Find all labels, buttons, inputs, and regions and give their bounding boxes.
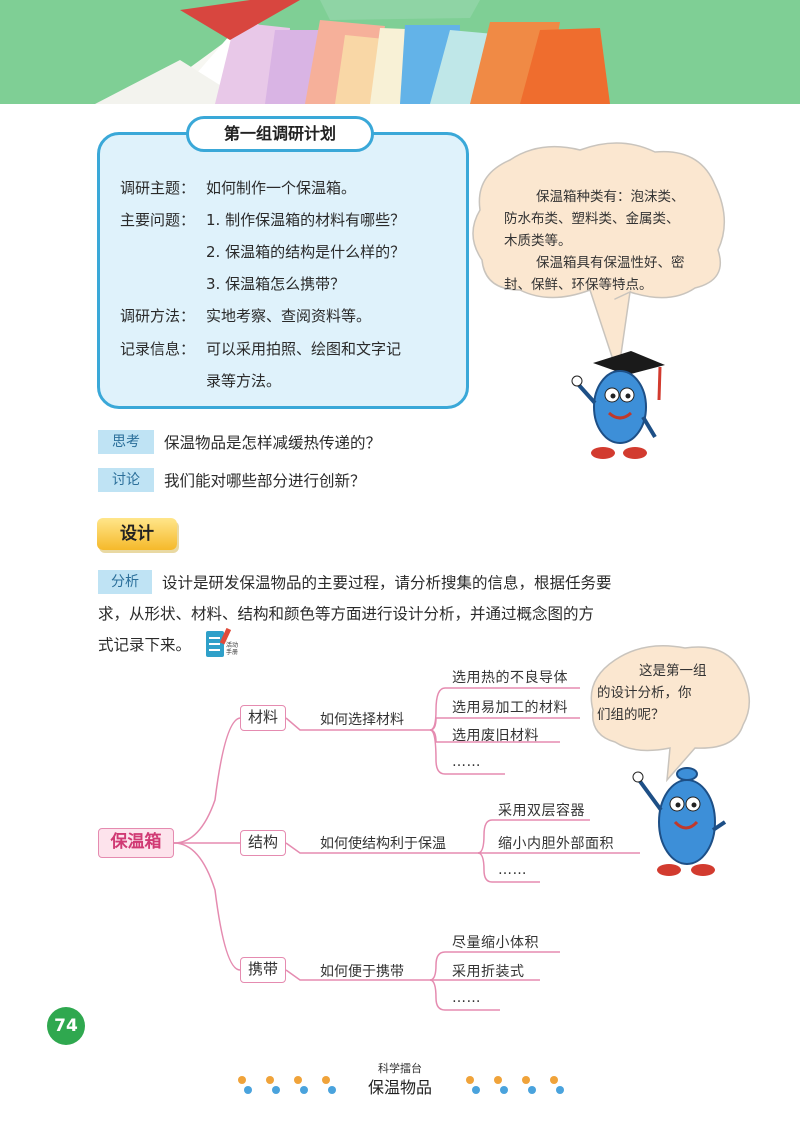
leaf-materials-4: …… (452, 754, 481, 770)
leaf-materials-1: 选用热的不良导体 (452, 670, 568, 686)
analysis-tag: 分析 (98, 570, 152, 594)
footer-series-title: 科学擂台 (378, 1062, 422, 1075)
plan-method: 实地考察、查阅资料等。 (206, 307, 372, 325)
concept-map-lines (173, 687, 640, 1011)
branch-node-structure: 结构 (240, 830, 286, 856)
discuss-text: 我们能对哪些部分进行创新？ (164, 472, 366, 490)
plan-question-3: 3. 保温箱怎么携带？ (206, 275, 346, 293)
design-section-label: 设计 (97, 518, 177, 550)
activity-handbook-icon: 活动手册 (204, 627, 238, 660)
plan-questions-label: 主要问题： (120, 211, 196, 229)
mascot-graduate (571, 351, 665, 459)
thought-bubble-1 (472, 142, 726, 376)
research-plan-box: 调研主题： 如何制作一个保温箱。 主要问题： 1. 制作保温箱的材料有哪些？ 2… (97, 132, 469, 409)
leaf-carrying-1: 尽量缩小体积 (452, 935, 539, 951)
think-tag: 思考 (98, 430, 154, 454)
discuss-tag: 讨论 (98, 468, 154, 492)
bubble-1-text: 保温箱种类有：泡沫类、 防水布类、塑料类、金属类、 木质类等。 保温箱具有保温性… (504, 189, 685, 293)
branch-question-carrying: 如何便于携带 (320, 964, 404, 980)
plan-question-2: 2. 保温箱的结构是什么样的？ (206, 243, 406, 261)
branch-question-materials: 如何选择材料 (320, 712, 404, 728)
top-banner (0, 0, 800, 104)
leaf-structure-1: 采用双层容器 (498, 803, 585, 819)
mascot-pointing (632, 767, 727, 876)
footer-right-ornament (466, 1076, 564, 1094)
analysis-line-2: 求，从形状、材料、结构和颜色等方面进行设计分析，并通过概念图的方 (98, 605, 595, 623)
plan-question-1: 1. 制作保温箱的材料有哪些？ (206, 211, 406, 229)
plan-method-label: 调研方法： (120, 307, 196, 325)
leaf-structure-3: …… (498, 862, 527, 878)
plan-record-line-1: 可以采用拍照、绘图和文字记 (206, 340, 402, 358)
branch-node-carrying: 携带 (240, 957, 286, 983)
page-number: 74 (47, 1007, 85, 1045)
footer-left-ornament (238, 1076, 336, 1094)
plan-topic-label: 调研主题： (120, 179, 196, 197)
thought-bubble-2 (590, 645, 750, 783)
bubble-2-text: 这是第一组 的设计分析，你 们组的呢？ (597, 663, 707, 723)
branch-node-materials: 材料 (240, 705, 286, 731)
plan-topic: 如何制作一个保温箱。 (206, 179, 357, 197)
leaf-materials-2: 选用易加工的材料 (452, 700, 568, 716)
think-text: 保温物品是怎样减缓热传递的？ (164, 434, 382, 452)
analysis-line-1: 设计是研发保温物品的主要过程，请分析搜集的信息，根据任务要 (162, 574, 612, 592)
plan-record-label: 记录信息： (120, 340, 196, 358)
plan-title: 第一组调研计划 (186, 116, 374, 152)
leaf-carrying-2: 采用折装式 (452, 964, 525, 980)
analysis-line-3: 式记录下来。 (98, 636, 192, 654)
concept-root-node: 保温箱 (98, 828, 174, 858)
branch-question-structure: 如何使结构利于保温 (320, 836, 446, 852)
plan-record-line-2: 录等方法。 (206, 372, 282, 390)
leaf-materials-3: 选用废旧材料 (452, 728, 539, 744)
leaf-structure-2: 缩小内胆外部面积 (498, 836, 614, 852)
colored-paper-decoration (95, 0, 610, 104)
footer-unit-title: 保温物品 (367, 1078, 432, 1097)
leaf-carrying-3: …… (452, 990, 481, 1006)
